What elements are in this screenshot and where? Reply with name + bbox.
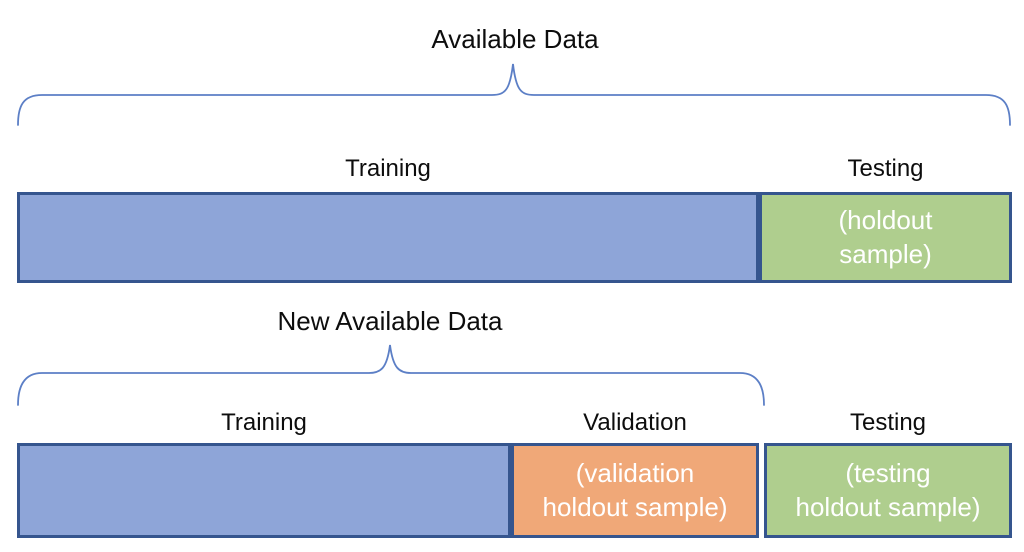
holdout-note-line: sample)	[839, 238, 932, 269]
holdout-note-line: (holdout	[838, 204, 933, 235]
segment-label-validation: Validation	[583, 409, 687, 436]
section-title-available-data: Available Data	[431, 24, 599, 54]
section-title-new-available-data: New Available Data	[277, 306, 503, 336]
segment-label-training-1: Training	[345, 155, 431, 182]
validation-note-line: holdout sample)	[542, 491, 728, 522]
validation-block: (validation holdout sample)	[511, 443, 759, 538]
new-available-data-brace	[17, 344, 765, 406]
testing-block-1: (holdout sample)	[759, 192, 1012, 283]
training-block-2	[17, 443, 511, 538]
segment-label-testing-2: Testing	[849, 409, 927, 436]
testing-note-line: (testing	[845, 457, 931, 488]
available-data-brace	[17, 63, 1011, 126]
segment-label-testing-1: Testing	[847, 155, 924, 182]
testing-note-line: holdout sample)	[795, 491, 981, 522]
validation-note-line: (validation	[575, 457, 695, 488]
segment-label-training-2: Training	[221, 409, 307, 436]
testing-block-2: (testing holdout sample)	[764, 443, 1012, 538]
training-block-1	[17, 192, 759, 283]
